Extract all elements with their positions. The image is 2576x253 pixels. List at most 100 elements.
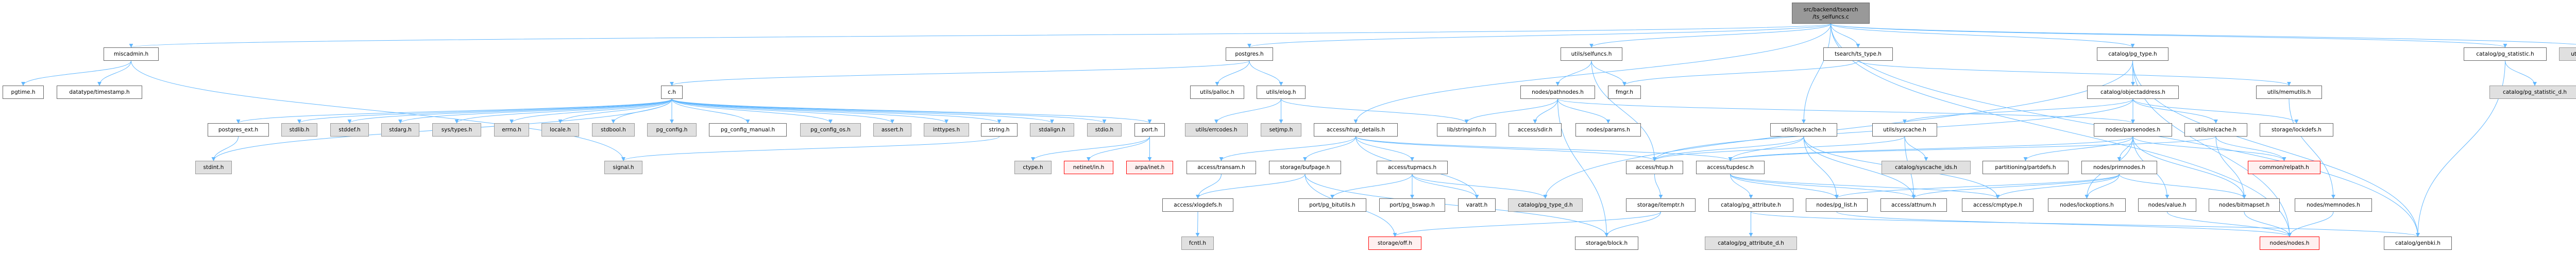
node-postgres[interactable]: postgres.h [1226,47,1273,61]
edge-c-to-stdalign [671,98,1054,124]
edge-postgres-to-c [670,60,1250,86]
node-attnum[interactable]: access/attnum.h [1880,198,1947,212]
node-fmgr[interactable]: fmgr.h [1608,86,1641,99]
node-stdalign[interactable]: stdalign.h [1030,123,1074,137]
node-lockdefs[interactable]: storage/lockdefs.h [2260,123,2333,137]
edge-pathnodes-to-stringinfo [1464,98,1558,124]
edge-c-to-pg_config_os [671,98,833,124]
node-stdio[interactable]: stdio.h [1087,123,1122,137]
node-relpath[interactable]: common/relpath.h [2248,161,2320,174]
node-pg-bswap[interactable]: port/pg_bswap.h [1379,198,1445,212]
node-sdir[interactable]: access/sdir.h [1509,123,1562,137]
node-xlogdefs[interactable]: access/xlogdefs.h [1162,198,1233,212]
node-ts-type[interactable]: tsearch/ts_type.h [1823,47,1893,61]
node-transam[interactable]: access/transam.h [1187,161,1256,174]
node-syscache-ids[interactable]: catalog/syscache_ids.h [1882,161,1971,174]
node-memutils[interactable]: utils/memutils.h [2256,86,2322,99]
node-objectaddress[interactable]: catalog/objectaddress.h [2087,86,2179,99]
node-itemptr[interactable]: storage/itemptr.h [1626,198,1696,212]
node-pg-bitutils[interactable]: port/pg_bitutils.h [1298,198,1366,212]
edge-miscadmin-to-signal [131,60,625,161]
node-errno[interactable]: errno.h [494,123,529,137]
node-tupmacs[interactable]: access/tupmacs.h [1377,161,1448,174]
node-primnodes[interactable]: nodes/primnodes.h [2081,161,2157,174]
node-pg-config-manual[interactable]: pg_config_manual.h [709,123,787,137]
edge-tupmacs-to-pg_bitutils [1330,174,1413,199]
edge-htup-to-itemptr [1654,174,1663,199]
node-stdbool[interactable]: stdbool.h [592,123,635,137]
node-cmptype[interactable]: access/cmptype.h [1962,198,2033,212]
node-pg-type-d[interactable]: catalog/pg_type_d.h [1508,198,1583,212]
edge-root-to-fmgrprotos [1831,23,2576,45]
node-stringinfo[interactable]: lib/stringinfo.h [1437,123,1496,137]
root-file-node[interactable]: src/backend/tsearch /ts_selfuncs.c [1792,3,1870,24]
edge-primnodes-to-cmptype [1995,174,2120,199]
node-varatt[interactable]: varatt.h [1458,198,1496,212]
node-bufpage[interactable]: storage/bufpage.h [1269,161,1341,174]
node-setjmp[interactable]: setjmp.h [1261,123,1301,137]
node-stdlib[interactable]: stdlib.h [281,123,317,137]
edge-tupdesc-to-attnum [1730,174,1916,199]
node-pg-type[interactable]: catalog/pg_type.h [2097,47,2168,61]
node-pg-attribute[interactable]: catalog/pg_attribute.h [1708,198,1793,212]
node-signal[interactable]: signal.h [604,161,642,174]
node-nodes[interactable]: nodes/nodes.h [2260,237,2319,250]
node-ctype[interactable]: ctype.h [1014,161,1052,174]
node-htup[interactable]: access/htup.h [1626,161,1683,174]
node-tupdesc[interactable]: access/tupdesc.h [1696,161,1765,174]
node-lockoptions[interactable]: nodes/lockoptions.h [2048,198,2126,212]
node-partdefs[interactable]: partitioning/partdefs.h [1982,161,2069,174]
node-c[interactable]: c.h [661,86,683,99]
edge-c-to-locale [558,98,672,124]
node-parsenodes[interactable]: nodes/parsenodes.h [2094,123,2172,137]
node-pg-list[interactable]: nodes/pg_list.h [1806,198,1868,212]
node-genbki[interactable]: catalog/genbki.h [2384,237,2452,250]
node-fmgrprotos[interactable]: utils/fmgrprotos.h [2559,47,2576,61]
node-memnodes[interactable]: nodes/memnodes.h [2295,198,2372,212]
node-port[interactable]: port.h [1134,123,1165,137]
node-pgtime[interactable]: pgtime.h [3,86,44,99]
node-locale[interactable]: locale.h [541,123,579,137]
node-pg-config-os[interactable]: pg_config_os.h [800,123,861,137]
node-stddef[interactable]: stddef.h [330,123,369,137]
node-string[interactable]: string.h [981,123,1018,137]
node-lsyscache[interactable]: utils/lsyscache.h [1770,123,1837,137]
node-pg-attribute-d[interactable]: catalog/pg_attribute_d.h [1705,237,1797,250]
node-stdarg[interactable]: stdarg.h [381,123,419,137]
edge-syscache-to-htup [1652,136,1905,161]
edge-selfuncs-to-pathnodes [1555,60,1592,86]
edge-elog-to-errcodes [1214,98,1281,124]
node-stdint[interactable]: stdint.h [195,161,232,174]
node-systypes[interactable]: sys/types.h [432,123,481,137]
edge-c-to-string [671,98,1002,124]
node-off[interactable]: storage/off.h [1368,237,1421,250]
node-fcntl[interactable]: fcntl.h [1181,237,1214,250]
node-bitmapset[interactable]: nodes/bitmapset.h [2209,198,2280,212]
node-pg-config[interactable]: pg_config.h [647,123,697,137]
node-selfuncs[interactable]: utils/selfuncs.h [1561,47,1622,61]
node-pg-statistic-d[interactable]: catalog/pg_statistic_d.h [2489,86,2576,99]
edge-memnodes-to-nodes [2287,211,2334,237]
node-relcache[interactable]: utils/relcache.h [2184,123,2247,137]
node-netinet[interactable]: netinet/in.h [1064,161,1113,174]
node-postgres-ext[interactable]: postgres_ext.h [208,123,269,137]
node-timestamp[interactable]: datatype/timestamp.h [57,86,142,99]
node-params[interactable]: nodes/params.h [1575,123,1641,137]
node-pathnodes[interactable]: nodes/pathnodes.h [1520,86,1595,99]
node-errcodes[interactable]: utils/errcodes.h [1185,123,1248,137]
node-htup-details[interactable]: access/htup_details.h [1314,123,1398,137]
node-assert[interactable]: assert.h [873,123,911,137]
node-inttypes[interactable]: inttypes.h [924,123,969,137]
edge-pg_list-to-nodes [1836,211,2292,237]
node-pg-statistic[interactable]: catalog/pg_statistic.h [2464,47,2547,61]
node-syscache[interactable]: utils/syscache.h [1872,123,1937,137]
node-elog[interactable]: utils/elog.h [1257,86,1306,99]
edge-c-to-stdarg [398,98,672,124]
node-palloc[interactable]: utils/palloc.h [1190,86,1244,99]
node-miscadmin[interactable]: miscadmin.h [104,47,159,61]
node-value[interactable]: nodes/value.h [2138,198,2196,212]
node-block[interactable]: storage/block.h [1575,237,1638,250]
edge-c-to-stdlib [297,98,672,124]
node-arpa[interactable]: arpa/inet.h [1126,161,1173,174]
